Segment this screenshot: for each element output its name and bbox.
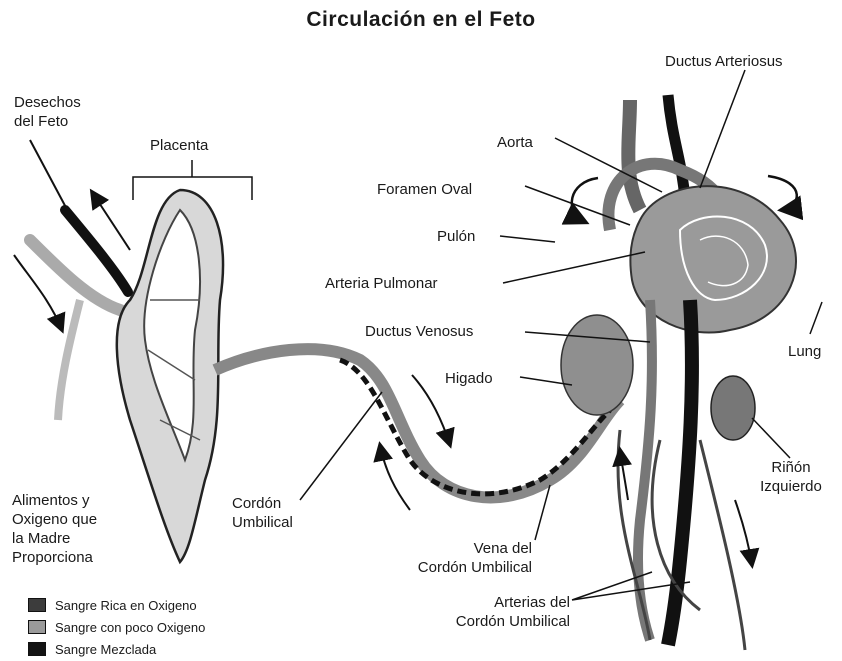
flow-arrow-waste	[92, 192, 130, 250]
legend: Sangre Rica en Oxigeno Sangre con poco O…	[28, 594, 205, 660]
legend-swatch-mezclada	[28, 642, 46, 656]
pulmon-label: Pulón	[437, 227, 475, 246]
liver-shape	[561, 315, 633, 415]
aorta-label: Aorta	[497, 133, 533, 152]
fetal-waste-line	[30, 140, 78, 230]
pulmonary-curl-left	[572, 178, 598, 222]
legend-label-mezclada: Sangre Mezclada	[55, 642, 156, 657]
higado-label: Higado	[445, 369, 493, 388]
placenta-label: Placenta	[150, 136, 208, 155]
maternal-vessel-branch	[58, 300, 80, 420]
legend-item-mezclada: Sangre Mezclada	[28, 638, 205, 660]
lung-label: Lung	[788, 342, 821, 361]
legend-swatch-rica	[28, 598, 46, 612]
aorta-descending	[668, 300, 692, 645]
ductus-arteriosus-leader	[700, 70, 745, 188]
ductus-arteriosus-label: Ductus Arteriosus	[665, 52, 783, 71]
legend-item-rica: Sangre Rica en Oxigeno	[28, 594, 205, 616]
pulmon-leader	[500, 236, 555, 242]
legend-swatch-poco	[28, 620, 46, 634]
legend-label-poco: Sangre con poco Oxigeno	[55, 620, 205, 635]
arteria-pulmonar-leader	[503, 252, 645, 283]
lung-leader	[810, 302, 822, 334]
rinon-leader	[752, 418, 790, 458]
arteria-pulmonar-label: Arteria Pulmonar	[325, 274, 438, 293]
pulmonary-curl-right	[768, 176, 797, 210]
placenta-shape	[117, 190, 223, 562]
ductus-venosus-label: Ductus Venosus	[365, 322, 473, 341]
umbilical-cord	[215, 349, 620, 497]
legend-label-rica: Sangre Rica en Oxigeno	[55, 598, 197, 613]
cordon-leader	[300, 392, 382, 500]
kidney-shape	[711, 376, 755, 440]
great-vessel-dark	[668, 95, 685, 200]
great-vessel-upper	[628, 100, 640, 210]
flow-arrow-downward	[735, 500, 752, 565]
flow-arrow-upward	[620, 450, 628, 500]
foramen-label: Foramen Oval	[377, 180, 472, 199]
legend-item-poco: Sangre con poco Oxigeno	[28, 616, 205, 638]
